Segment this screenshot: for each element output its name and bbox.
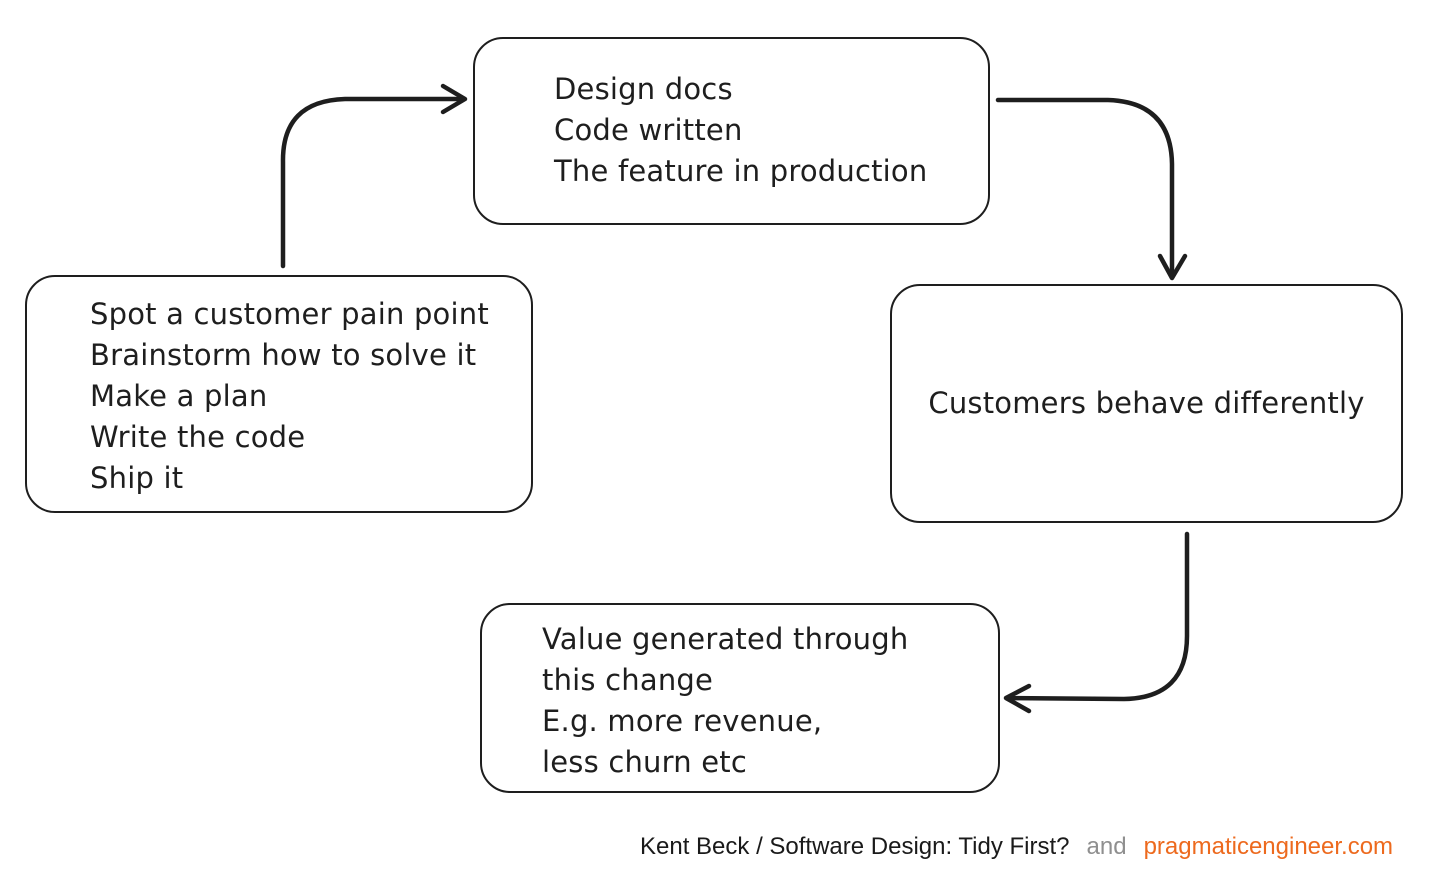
node-text-line: Make a plan <box>90 379 268 413</box>
footer-site-link[interactable]: pragmaticengineer.com <box>1143 833 1394 860</box>
node-text-line: this change <box>542 663 714 697</box>
node-text-line: Value generated through <box>542 622 909 656</box>
arrow-behavior-to-value <box>1003 531 1190 714</box>
footer-attribution: Kent Beck / Software Design: Tidy First?… <box>640 832 1393 861</box>
node-text-line: Write the code <box>90 420 306 454</box>
node-text-line: Customers behave differently <box>928 386 1365 420</box>
node-value-generated: Value generated through this change E.g.… <box>480 603 1000 793</box>
node-text-line: less churn etc <box>542 745 748 779</box>
node-text-line: The feature in production <box>554 154 928 188</box>
node-customer-behavior: Customers behave differently <box>890 284 1403 523</box>
node-text-line: Ship it <box>90 461 184 495</box>
node-text-line: Brainstorm how to solve it <box>90 338 477 372</box>
node-plan-and-ship: Spot a customer pain point Brainstorm ho… <box>25 275 533 513</box>
node-shipped-feature: Design docs Code written The feature in … <box>473 37 990 225</box>
node-text-line: Design docs <box>554 72 733 106</box>
node-text-line: E.g. more revenue, <box>542 704 823 738</box>
arrow-plan-to-shipped <box>280 83 468 269</box>
arrow-shipped-to-behavior <box>995 97 1188 281</box>
footer-source-text: Kent Beck / Software Design: Tidy First? <box>640 833 1070 860</box>
footer-conjunction: and <box>1086 833 1127 860</box>
node-text-line: Code written <box>554 113 743 147</box>
node-text-line: Spot a customer pain point <box>90 297 489 331</box>
